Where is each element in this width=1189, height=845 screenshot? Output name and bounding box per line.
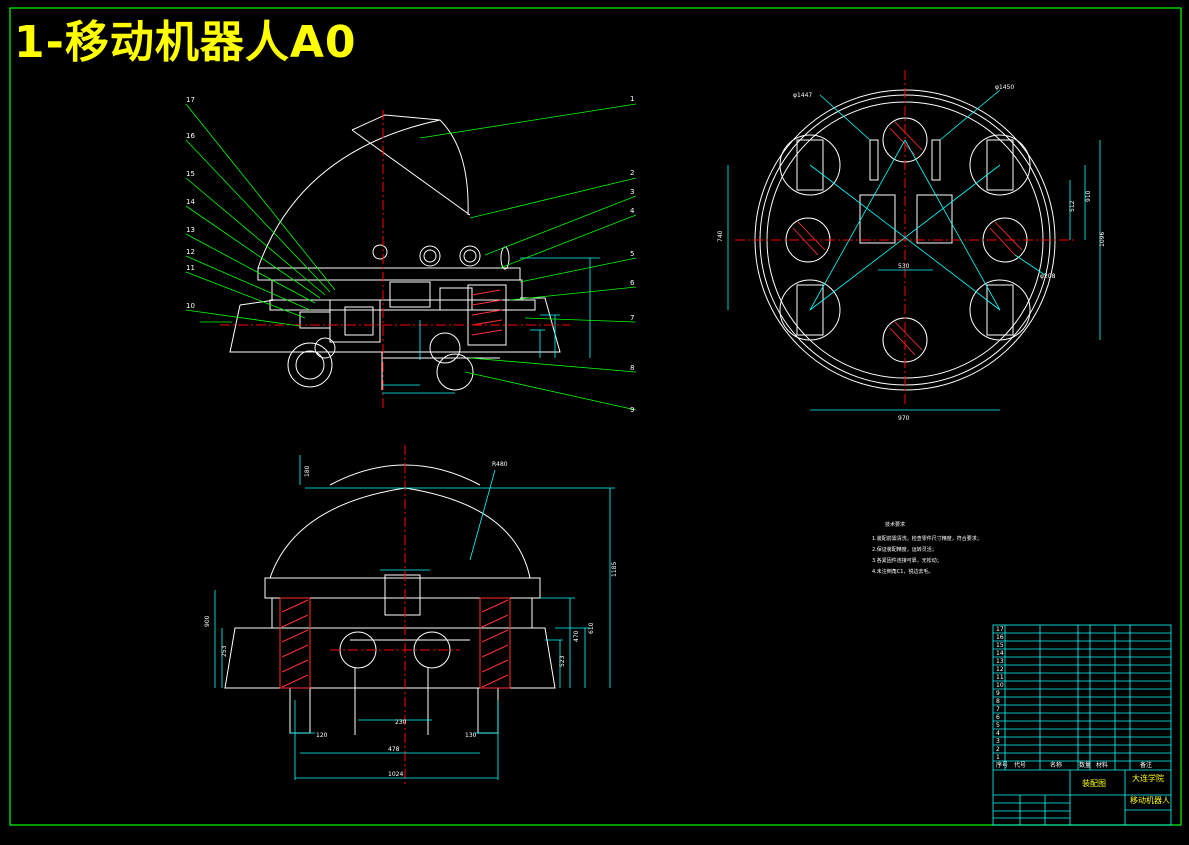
technical-notes: 技术要求 1.装配前需清洗，检查零件尺寸精度，符合要求； 2.保证装配精度，运转… — [872, 521, 982, 575]
header-qty: 数量 — [1079, 761, 1091, 769]
dim-478: 478 — [388, 746, 400, 753]
callout-1: 1 — [630, 95, 634, 103]
callout-17: 17 — [186, 96, 195, 104]
school-name: 大连学院 — [1132, 773, 1164, 783]
row-17: 17 — [996, 626, 1004, 633]
callout-12: 12 — [186, 248, 195, 256]
dim-130: 130 — [465, 732, 477, 739]
row-11: 11 — [996, 674, 1004, 681]
callout-13: 13 — [186, 226, 195, 234]
callout-6: 6 — [630, 279, 635, 287]
row-13: 13 — [996, 658, 1004, 665]
dim-phi1447: φ1447 — [793, 92, 812, 99]
row-10: 10 — [996, 682, 1004, 689]
drawing-title: 1-移动机器人A0 — [14, 17, 357, 68]
product-name: 移动机器人 — [1130, 795, 1170, 805]
row-5: 5 — [996, 722, 1000, 729]
sheet-frame — [9, 7, 1182, 826]
dim-970: 970 — [898, 415, 910, 422]
row-12: 12 — [996, 666, 1004, 673]
dim-230: 230 — [395, 719, 407, 726]
callout-3: 3 — [630, 188, 634, 196]
header-material: 材料 — [1096, 761, 1108, 769]
side-view-callouts: 1 2 3 4 5 6 7 8 9 17 16 15 14 13 12 11 1… — [186, 95, 635, 414]
row-16: 16 — [996, 634, 1004, 641]
dim-740: 740 — [717, 230, 724, 242]
dim-512: 512 — [1069, 200, 1076, 212]
callout-11: 11 — [186, 264, 195, 272]
front-view-dimensions — [214, 455, 615, 780]
header-code: 代号 — [1014, 761, 1026, 769]
callout-4: 4 — [630, 207, 635, 215]
title-block-rows — [993, 632, 1171, 825]
dim-r480: R480 — [492, 461, 508, 468]
drawing-type: 装配图 — [1082, 778, 1106, 788]
dim-180: 180 — [304, 465, 311, 477]
dim-900: 900 — [204, 615, 211, 627]
front-view-dim-labels: 1024 478 230 120 130 180 1185 R480 900 6… — [204, 461, 618, 778]
header-remark: 备注 — [1140, 761, 1152, 769]
side-view-leaders — [185, 103, 637, 411]
title-block-text: 17 16 15 14 13 12 11 10 9 8 7 6 5 4 3 2 … — [996, 626, 1170, 805]
callout-15: 15 — [186, 170, 195, 178]
row-14: 14 — [996, 650, 1004, 657]
dim-1185: 1185 — [611, 562, 618, 577]
row-4: 4 — [996, 730, 1000, 737]
dim-470: 470 — [573, 630, 580, 642]
side-view — [229, 114, 561, 391]
top-view-dim-labels: φ1447 φ1450 φ208 740 1096 910 512 970 53… — [717, 84, 1106, 422]
dim-523: 523 — [559, 655, 566, 667]
side-view-centerlines — [220, 110, 570, 410]
notes-heading: 技术要求 — [885, 521, 905, 528]
dim-120: 120 — [316, 732, 328, 739]
callout-14: 14 — [186, 198, 195, 206]
dim-610: 610 — [588, 622, 595, 634]
dim-1024: 1024 — [388, 771, 403, 778]
side-view-hatching — [471, 289, 503, 336]
side-view-dimensions — [382, 257, 600, 394]
front-view — [224, 464, 556, 735]
callout-16: 16 — [186, 132, 195, 140]
front-view-centerlines — [330, 445, 460, 785]
callout-10: 10 — [186, 302, 195, 310]
dim-910: 910 — [1085, 190, 1092, 202]
row-15: 15 — [996, 642, 1004, 649]
callout-8: 8 — [630, 364, 634, 372]
dim-530: 530 — [898, 263, 910, 270]
header-index: 序号 — [996, 761, 1008, 769]
notes-line-3: 3.各紧固件连接可靠，无松动； — [872, 557, 942, 564]
notes-line-4: 4.未注倒角C1，锐边去毛。 — [872, 568, 933, 575]
dim-1096: 1096 — [1099, 232, 1106, 247]
front-view-hatching — [279, 597, 511, 689]
callout-9: 9 — [630, 406, 634, 414]
dim-phi208: φ208 — [1040, 273, 1056, 280]
header-name: 名称 — [1050, 761, 1062, 769]
top-view-dimensions — [727, 89, 1101, 411]
callout-7: 7 — [630, 314, 634, 322]
notes-line-2: 2.保证装配精度，运转灵活； — [872, 546, 937, 553]
callout-2: 2 — [630, 169, 634, 177]
row-3: 3 — [996, 738, 1000, 745]
callout-5: 5 — [630, 250, 634, 258]
row-1: 1 — [996, 754, 1000, 761]
dim-253: 253 — [221, 645, 228, 657]
row-6: 6 — [996, 714, 1000, 721]
dim-phi1450: φ1450 — [995, 84, 1014, 91]
top-view-hatching — [792, 121, 1023, 356]
notes-line-1: 1.装配前需清洗，检查零件尺寸精度，符合要求； — [872, 535, 982, 542]
title-block — [992, 624, 1172, 826]
row-2: 2 — [996, 746, 1000, 753]
row-8: 8 — [996, 698, 1000, 705]
row-9: 9 — [996, 690, 1000, 697]
row-7: 7 — [996, 706, 1000, 713]
